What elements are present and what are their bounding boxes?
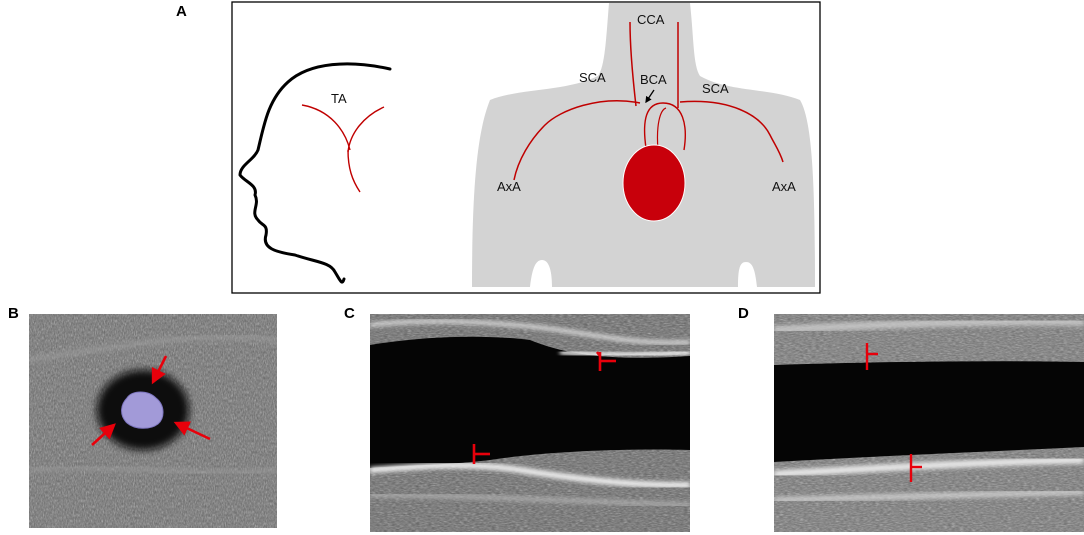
panel-label-d: D [738, 305, 749, 322]
arrow-icon [91, 423, 116, 446]
left-common-carotid [629, 21, 637, 107]
aortic-arch [643, 102, 686, 151]
caliper-icon [472, 444, 490, 464]
head-profile-outline [238, 62, 392, 284]
panel-label-b: B [8, 305, 19, 322]
aortic-arch-inner [656, 107, 667, 151]
label-sca-left: SCA [579, 70, 606, 85]
vessel-lumen-d [774, 361, 1084, 462]
vessel-lumen-c [370, 336, 690, 468]
panel-d [774, 314, 1084, 532]
label-bca: BCA [640, 72, 667, 87]
label-axa-right: AxA [772, 179, 796, 194]
left-subclavian-axillary [513, 100, 641, 181]
caliper-icon [909, 454, 922, 482]
panel-label-c: C [344, 305, 355, 322]
temporal-artery-right-branch [347, 106, 385, 153]
upper-intima-c [559, 349, 690, 358]
label-axa-left: AxA [497, 179, 521, 194]
temporal-artery-left-branch [301, 104, 351, 151]
panel-a: TA CCA BCA SCA SCA AxA AxA [231, 1, 821, 294]
caliper-icon [595, 351, 616, 371]
panel-label-a: A [176, 3, 187, 20]
caliper-icon [865, 343, 878, 370]
label-sca-right: SCA [702, 81, 729, 96]
panel-b [29, 314, 277, 528]
label-ta: TA [331, 91, 347, 106]
label-cca: CCA [637, 12, 665, 27]
panel-c [370, 314, 690, 532]
right-subclavian-axillary [679, 100, 784, 163]
halo-sign-marker [121, 391, 164, 429]
heart [622, 144, 686, 222]
lower-wall-c [370, 462, 690, 489]
arrow-icon [173, 421, 211, 441]
temporal-artery-trunk [347, 149, 361, 193]
upper-wall-c [370, 319, 690, 345]
bca-pointer-arrow [645, 89, 655, 104]
torso-silhouette [472, 3, 815, 287]
arrow-icon [151, 355, 168, 385]
lower-wall-d [774, 456, 1084, 478]
